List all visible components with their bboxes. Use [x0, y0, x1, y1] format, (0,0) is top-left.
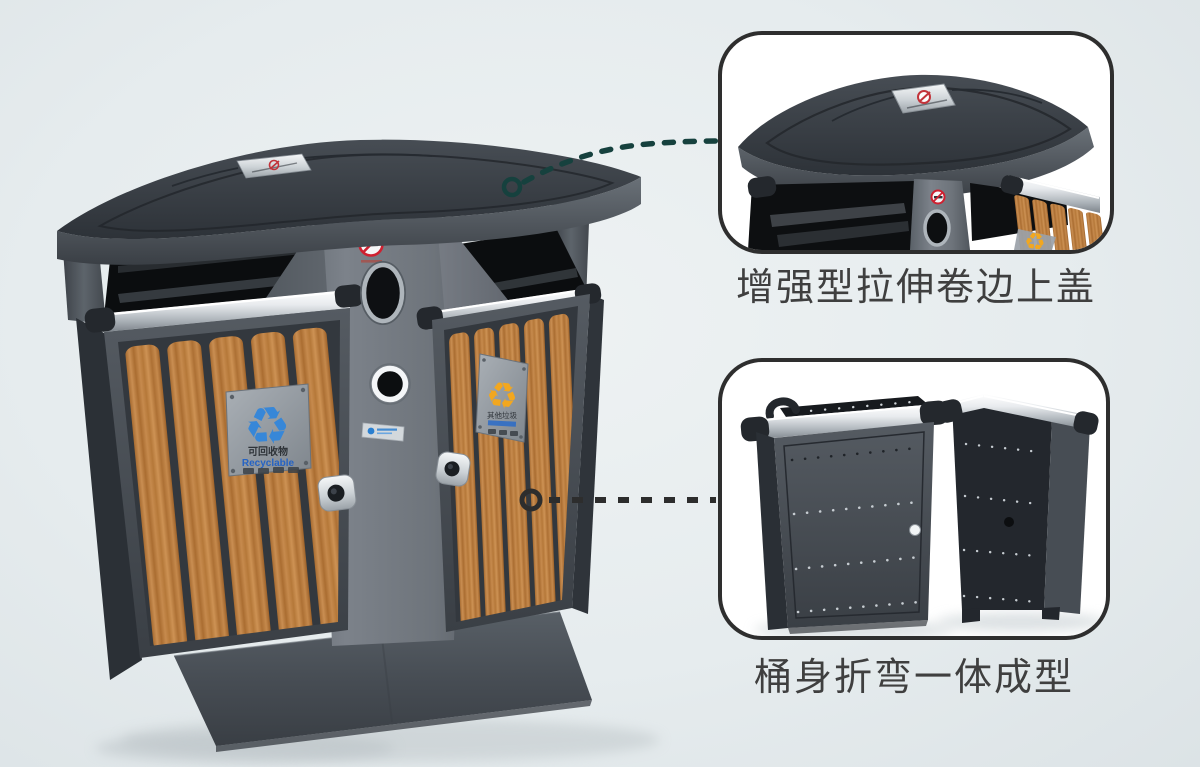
right-liner-box — [937, 394, 1099, 623]
stub-out-ring-hole — [369, 363, 411, 405]
material-icons-row — [488, 429, 518, 436]
canopy-lid — [57, 139, 641, 265]
body-detail-render — [740, 394, 1106, 636]
other-waste-icon: ♻ — [484, 373, 521, 418]
perforation-holes — [790, 446, 922, 614]
left-bin-aluminum-rail — [84, 284, 364, 333]
mount-hole — [1004, 517, 1014, 527]
lid-detail-render: ♻ — [738, 74, 1109, 250]
recyclable-label-cn: 可回收物 — [248, 445, 288, 458]
right-bin-closeup: ♻ — [1000, 175, 1109, 250]
material-icons-row — [243, 467, 299, 474]
right-door-lock — [435, 451, 471, 487]
lid-detail-callout-card: ♻ — [718, 31, 1114, 254]
left-bin-door — [104, 308, 350, 658]
left-opening-closeup — [747, 176, 918, 250]
dual-trash-bin-render: ♻ 可回收物 Recyclable ♻ 其他垃圾 — [57, 139, 660, 763]
body-feature-caption: 桶身折弯一体成型 — [753, 657, 1074, 699]
lid-ashtray-plate — [236, 153, 312, 179]
lid-feature-caption: 增强型拉伸卷边上盖 — [735, 267, 1096, 309]
left-bin-side — [76, 318, 142, 680]
right-bin-side — [572, 294, 604, 614]
recycle-icon: ♻ — [242, 396, 293, 457]
perforation-holes — [962, 442, 1042, 604]
liner-handle — [765, 397, 800, 420]
other-waste-sign-plate: ♻ 其他垃圾 — [475, 353, 529, 443]
recyclable-sign-plate: ♻ 可回收物 Recyclable — [225, 383, 312, 477]
left-door-lock — [317, 474, 357, 512]
cigarette-port-oval — [360, 261, 406, 325]
other-waste-icon: ♻ — [1022, 228, 1047, 250]
brand-label — [361, 422, 405, 442]
body-detail-callout-card — [718, 358, 1110, 640]
lid-ashtray-plate — [891, 83, 956, 114]
recyclable-label-en: Recyclable — [242, 458, 295, 469]
other-waste-label-cn: 其他垃圾 — [487, 410, 517, 420]
mount-hole — [909, 524, 921, 536]
pedestal-closeup — [910, 179, 970, 250]
base-pedestal — [173, 611, 592, 752]
left-liner-box — [740, 396, 949, 634]
